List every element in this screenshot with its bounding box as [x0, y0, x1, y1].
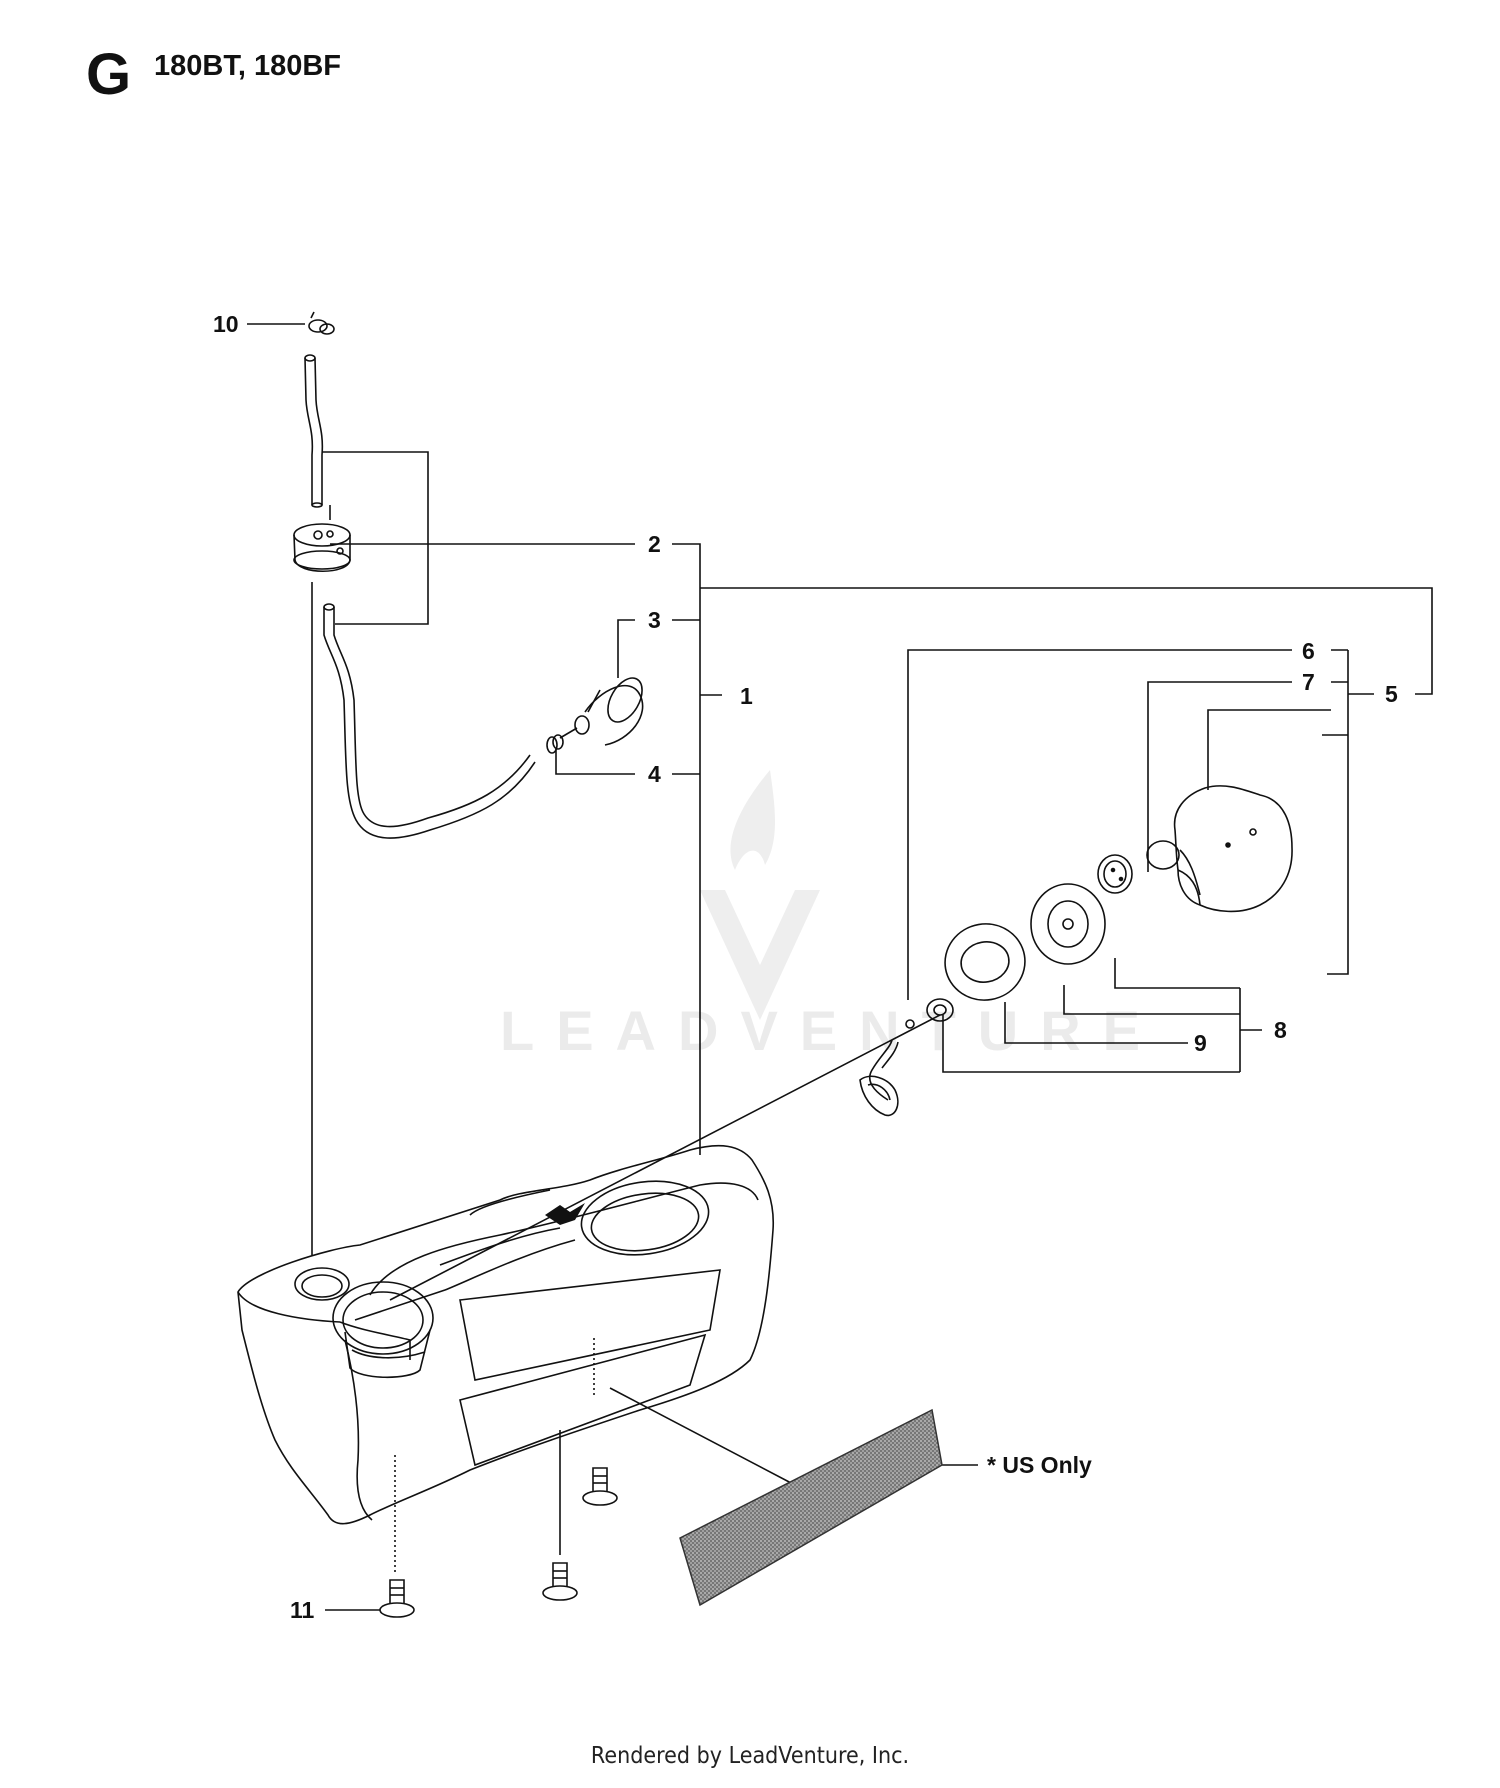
bracket-5 — [700, 587, 1433, 975]
callout-1: 1 — [740, 683, 753, 709]
callout-8: 8 — [1274, 1017, 1287, 1043]
washer-9 — [1030, 883, 1106, 965]
hose-clip-4 — [546, 734, 564, 754]
leader-9 — [1004, 1002, 1188, 1044]
leader-8-b — [1063, 985, 1240, 1015]
leader-cap — [1207, 709, 1331, 790]
model-title: 180BT, 180BF — [154, 50, 341, 82]
callout-9: 9 — [1194, 1030, 1207, 1056]
leader-6 — [907, 649, 1292, 1000]
watermark-logo — [700, 770, 820, 1020]
fuel-tank — [237, 1144, 775, 1525]
callout-2: 2 — [648, 531, 661, 557]
callout-3: 3 — [648, 607, 661, 633]
decal-us-only — [679, 1408, 943, 1607]
seal-tether — [859, 998, 954, 1117]
leader-hose-bracket — [322, 451, 429, 625]
leader-8-c — [942, 1015, 1240, 1073]
valve-8 — [1097, 854, 1133, 894]
watermark-text: LEADVENTURE — [500, 999, 1163, 1062]
callout-6: 6 — [1302, 638, 1315, 664]
grommet-2 — [293, 523, 351, 572]
callout-4: 4 — [648, 761, 661, 787]
screw-11 — [379, 1579, 415, 1618]
footer-credit: Rendered by LeadVenture, Inc. — [590, 1743, 910, 1769]
callout-11: 11 — [290, 1597, 315, 1623]
leader-3 — [617, 619, 635, 678]
disc-7 — [1146, 840, 1180, 870]
hose-clamp-10 — [308, 311, 335, 335]
section-letter: G — [86, 42, 132, 107]
leader-7 — [1147, 681, 1292, 872]
callout-10: 10 — [213, 311, 239, 337]
note-us-only: * US Only — [987, 1452, 1092, 1478]
leader-8-a — [1114, 958, 1240, 989]
screw-center — [542, 1562, 578, 1601]
fuel-hose-upper — [304, 354, 324, 508]
fuel-cap — [1173, 785, 1293, 913]
cap-gasket-6 — [944, 923, 1026, 1001]
bracket-1 — [672, 543, 722, 1155]
decal-leader — [609, 1387, 794, 1485]
callout-5: 5 — [1385, 681, 1398, 707]
screw-right — [582, 1467, 618, 1506]
callout-7: 7 — [1302, 669, 1315, 695]
fuel-hose-lower — [323, 603, 536, 839]
leader-4 — [555, 748, 635, 775]
fuel-filter-3 — [559, 677, 644, 746]
bracket-8 — [1239, 988, 1262, 1072]
